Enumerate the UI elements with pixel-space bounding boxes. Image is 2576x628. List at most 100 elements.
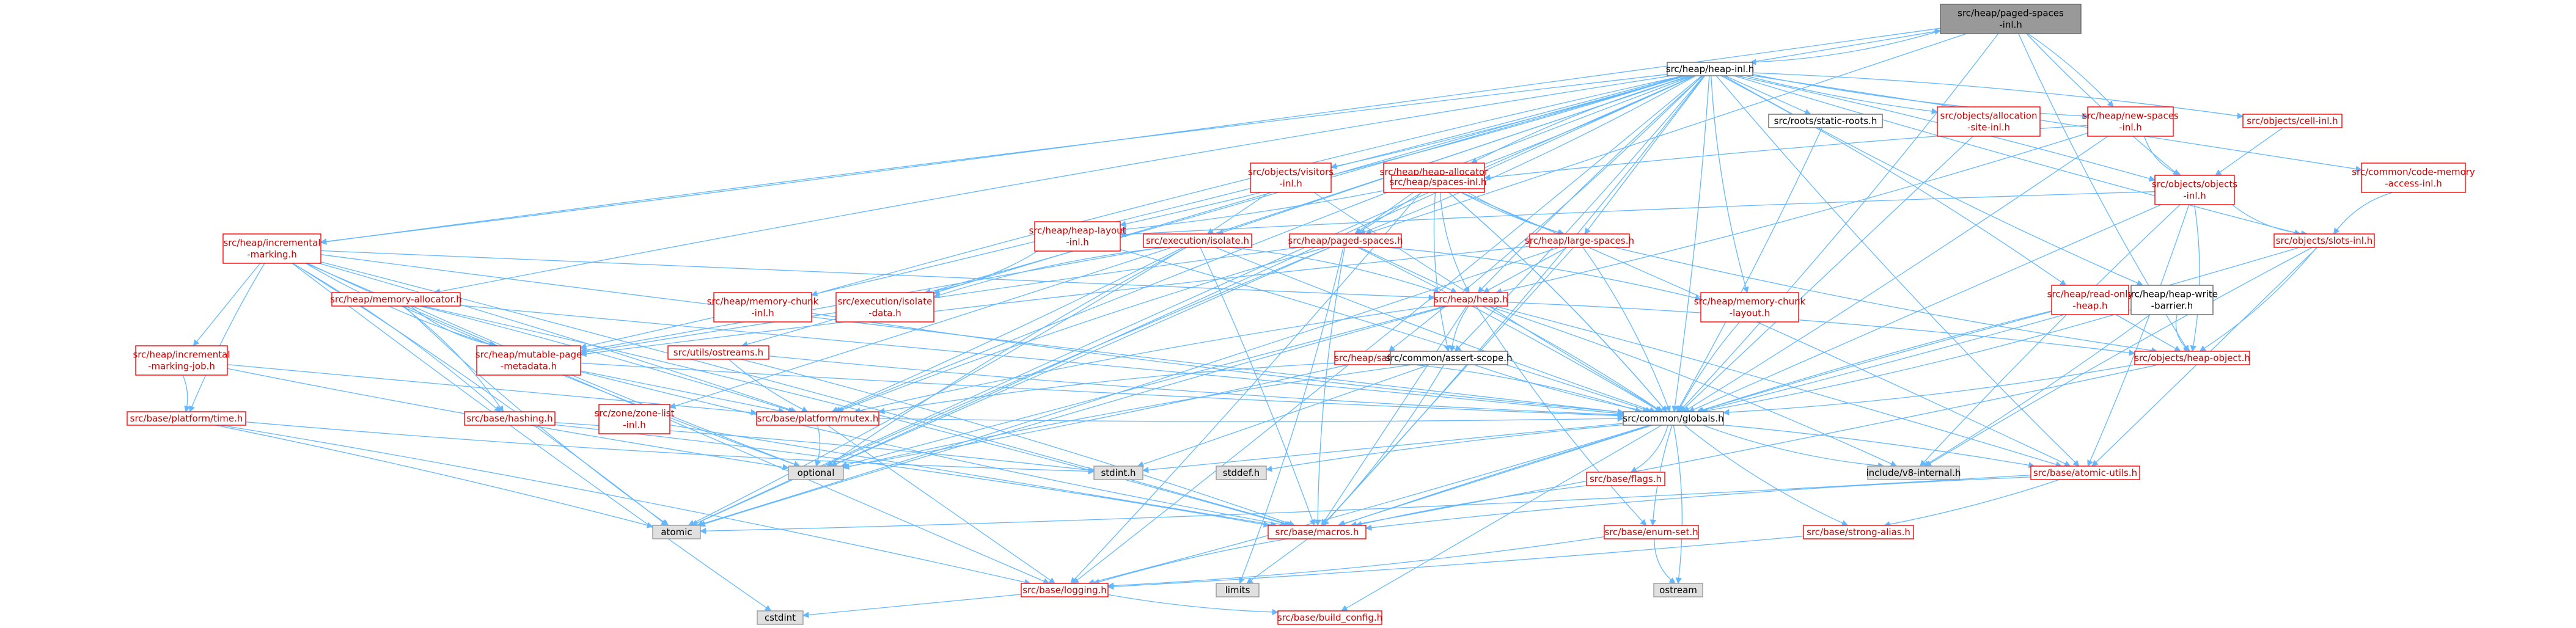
- node-label: src/base/platform/mutex.h: [757, 413, 879, 424]
- node-slotsinl[interactable]: src/objects/slots-inl.h: [2273, 233, 2375, 248]
- node-cellinl[interactable]: src/objects/cell-inl.h: [2242, 114, 2343, 128]
- node-label: cstdint: [765, 612, 796, 623]
- edge-heapinl-to-memchunkinl: [810, 75, 1684, 297]
- edge-memchunklayout-to-globals: [1678, 321, 1740, 412]
- node-box: [331, 292, 461, 307]
- node-memalloc[interactable]: src/heap/memory-allocator.h: [330, 292, 462, 307]
- node-logging[interactable]: src/base/logging.h: [1021, 583, 1109, 597]
- node-newspaces[interactable]: src/heap/new-spaces-inl.h: [2082, 106, 2179, 137]
- edge-heapinl-to-macros: [1322, 75, 1705, 526]
- node-macros[interactable]: src/base/macros.h: [1268, 525, 1367, 539]
- edge-heapobject-to-macros: [1350, 364, 2159, 528]
- node-label: -inl.h: [2183, 191, 2206, 202]
- node-box: [1653, 583, 1703, 597]
- edge-heapinl-to-slotsinl: [1734, 75, 2301, 236]
- node-writebarrier[interactable]: src/heap/heap-write-barrier.h: [2126, 285, 2218, 315]
- node-spacesinl[interactable]: src/heap/spaces-inl.h: [1390, 175, 1487, 189]
- node-label: src/zone/zone-list: [594, 408, 674, 419]
- node-mutex[interactable]: src/base/platform/mutex.h: [756, 411, 879, 426]
- node-label: src/base/enum-set.h: [1604, 527, 1698, 538]
- node-memchunklayout[interactable]: src/heap/memory-chunk-layout.h: [1694, 292, 1806, 323]
- node-box: [757, 610, 804, 625]
- node-assertscope[interactable]: src/common/assert-scope.h: [1385, 351, 1513, 365]
- node-incmark[interactable]: src/heap/incremental-marking.h: [222, 233, 321, 264]
- node-root: src/heap/paged-spaces-inl.h: [1940, 4, 2082, 34]
- node-box: [1268, 525, 1367, 539]
- node-box: [2154, 175, 2235, 205]
- node-enumset[interactable]: src/base/enum-set.h: [1604, 525, 1699, 539]
- node-staticroots[interactable]: src/roots/static-roots.h: [1768, 114, 1883, 128]
- node-platformtime[interactable]: src/base/platform/time.h: [127, 411, 246, 426]
- node-heapinl[interactable]: src/heap/heap-inl.h: [1666, 62, 1754, 76]
- node-zonelist[interactable]: src/zone/zone-list-inl.h: [594, 404, 675, 434]
- edge-heapobject-to-globals: [1722, 364, 2135, 416]
- node-box: [1250, 162, 1332, 193]
- node-label: src/heap/incremental: [133, 349, 230, 360]
- edge-incjob-to-platformtime: [182, 374, 191, 413]
- node-box: [464, 411, 556, 426]
- node-label: src/heap/heap-inl.h: [1666, 64, 1754, 75]
- node-incjob[interactable]: src/heap/incremental-marking-job.h: [133, 345, 230, 376]
- edge-root-to-heapinl: [1749, 30, 1941, 65]
- node-pagedspaces[interactable]: src/heap/paged-spaces.h: [1288, 233, 1403, 248]
- node-box: [1034, 221, 1121, 252]
- edge-heapinl-to-pagedspaces: [1359, 75, 1696, 235]
- edge-memalloc-to-optional: [412, 305, 801, 467]
- edge-heapinl-to-mutex: [834, 75, 1693, 413]
- edge-incmark-to-heaph: [320, 250, 1436, 301]
- edge-heaplayout-to-globals: [1120, 249, 1652, 414]
- edge-heapinl-to-assertscope: [1455, 75, 1704, 352]
- node-readonlyheap[interactable]: src/heap/read-only-heap.h: [2047, 285, 2134, 315]
- node-strongalias[interactable]: src/base/strong-alias.h: [1803, 525, 1914, 539]
- edge-mutablepage-to-globals: [580, 362, 1624, 419]
- node-label: src/common/globals.h: [1623, 413, 1723, 424]
- edge-safepoint-to-mutex: [878, 362, 1335, 414]
- node-mutablepage[interactable]: src/heap/mutable-page-metadata.h: [475, 345, 582, 376]
- edge-heaph-to-atomic: [699, 305, 1448, 527]
- edge-macros-to-logging: [1093, 538, 1288, 585]
- edge-heapinl-to-execiso: [1217, 75, 1690, 235]
- node-label: src/heap/new-spaces: [2082, 111, 2179, 122]
- node-box: [2361, 162, 2466, 193]
- node-memchunkinl[interactable]: src/heap/memory-chunk-inl.h: [707, 292, 819, 323]
- node-label: -inl.h: [2119, 122, 2142, 133]
- node-box: [1529, 233, 1630, 248]
- node-label: limits: [1225, 585, 1250, 596]
- node-globals[interactable]: src/common/globals.h: [1623, 411, 1724, 426]
- edge-platformtime-to-atomic: [215, 425, 654, 528]
- edge-incmark-to-macros: [320, 261, 1293, 527]
- node-label: -metadata.h: [501, 361, 557, 372]
- node-allocsite[interactable]: src/objects/allocation-site-inl.h: [1937, 106, 2041, 137]
- node-heapobject[interactable]: src/objects/heap-object.h: [2134, 351, 2250, 365]
- node-box: [1021, 583, 1109, 597]
- edge-heaph-to-atomicutils: [1494, 305, 2063, 468]
- node-ostreams[interactable]: src/utils/ostreams.h: [667, 345, 769, 360]
- node-box: [2130, 285, 2214, 315]
- edge-mutex-to-optional: [815, 425, 821, 467]
- node-objectsinl[interactable]: src/objects/objects-inl.h: [2152, 175, 2237, 205]
- node-largespaces[interactable]: src/heap/large-spaces.h: [1525, 233, 1634, 248]
- node-hashing[interactable]: src/base/hashing.h: [464, 411, 556, 426]
- edge-heaph-to-assertscope: [1448, 305, 1469, 352]
- node-heaplayout[interactable]: src/heap/heap-layout-inl.h: [1029, 221, 1126, 252]
- edge-logging-to-buildconfig: [1107, 594, 1279, 616]
- node-isodata[interactable]: src/execution/isolate-data.h: [835, 292, 934, 323]
- node-buildconfig[interactable]: src/base/build_config.h: [1277, 610, 1382, 625]
- edge-root-to-objectsinl: [2026, 33, 2180, 176]
- node-atomicutils[interactable]: src/base/atomic-utils.h: [2030, 466, 2140, 480]
- node-flags[interactable]: src/base/flags.h: [1586, 472, 1665, 486]
- node-execiso[interactable]: src/execution/isolate.h: [1143, 233, 1252, 248]
- node-label: -access-inl.h: [2385, 178, 2442, 189]
- node-atomic: atomic: [652, 525, 701, 539]
- node-codemem[interactable]: src/common/code-memory-access-inl.h: [2352, 162, 2475, 193]
- node-visitors[interactable]: src/objects/visitors-inl.h: [1248, 162, 1334, 193]
- edge-zonelist-to-macros: [669, 424, 1277, 528]
- edge-writebarrier-to-globals: [1701, 309, 2132, 414]
- node-heaph[interactable]: src/heap/heap.h: [1434, 292, 1508, 307]
- edge-memchunkinl-to-globals: [811, 313, 1624, 415]
- edge-largespaces-to-globals: [1582, 247, 1671, 412]
- node-label: src/heap/read-only: [2047, 289, 2134, 300]
- edge-writebarrier-to-heapobject: [2175, 314, 2191, 352]
- edge-assertscope-to-macros: [1321, 364, 1445, 526]
- edge-incmark-to-incjob: [193, 263, 261, 346]
